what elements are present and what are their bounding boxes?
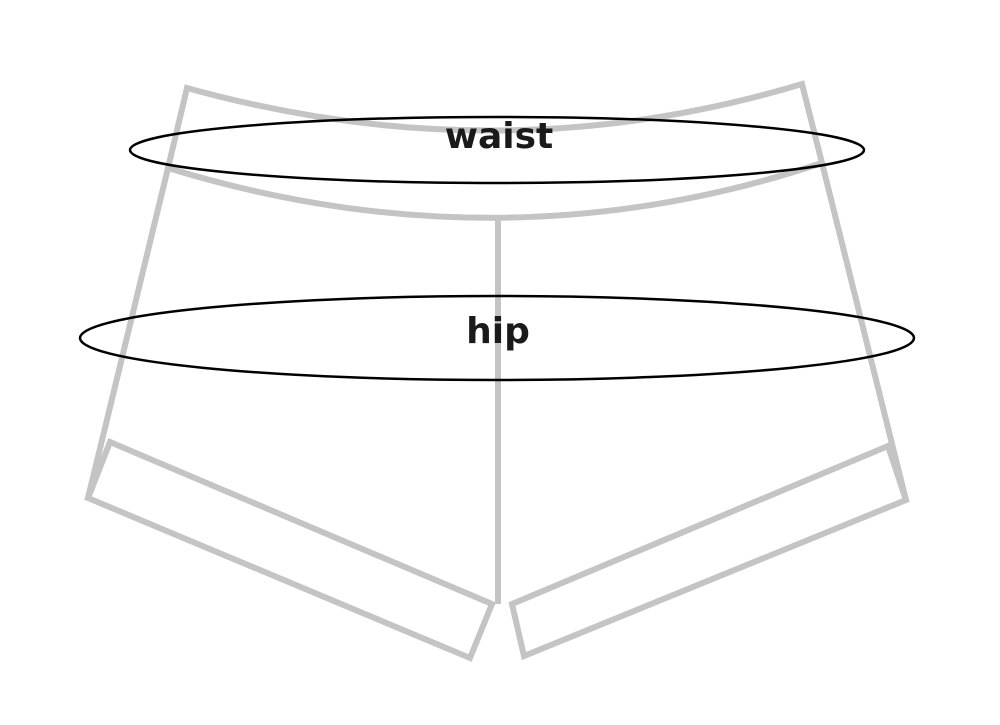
left-side-seam	[85, 167, 171, 499]
left-leg-hem	[84, 438, 496, 662]
hip-label: hip	[466, 311, 530, 352]
right-side-seam	[819, 162, 909, 501]
right-leg-hem	[508, 441, 910, 661]
waist-label: waist	[444, 116, 554, 157]
waist-measure-ellipse	[128, 115, 866, 185]
hip-measure-ellipse	[78, 294, 916, 382]
